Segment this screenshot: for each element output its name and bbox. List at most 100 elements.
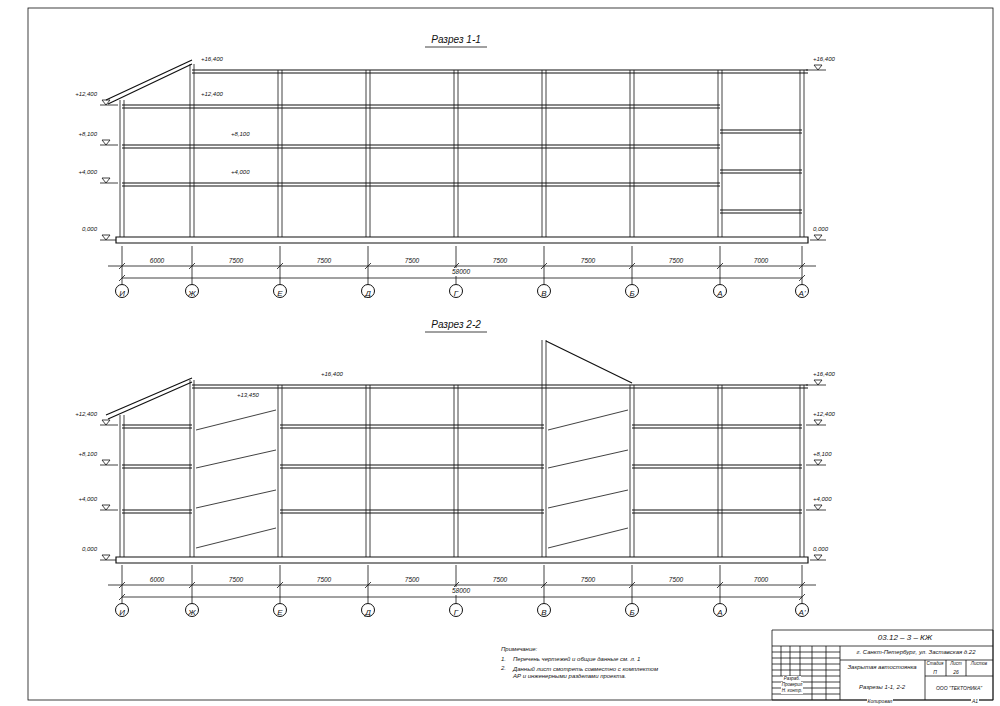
- axis-bubble: А': [795, 284, 809, 298]
- level-marks: [100, 380, 826, 560]
- drawing-label: ООО "ТЕКТОНИКА": [935, 685, 983, 691]
- roof-slope: [106, 60, 192, 104]
- drawing-label: Лист: [949, 661, 963, 666]
- drawing-label: +12,400: [812, 411, 836, 418]
- axis-bubble: Ж: [185, 284, 199, 298]
- drawing-label: 7500: [668, 257, 684, 265]
- axis-bubble: Б: [625, 603, 639, 617]
- drawing-label: 7000: [753, 576, 769, 584]
- ramp: [196, 410, 628, 548]
- drawing-label: П: [932, 669, 938, 675]
- drawing-label: +4,000: [77, 169, 98, 176]
- roof-slope: [106, 341, 632, 419]
- drawing-label: +8,100: [230, 131, 251, 138]
- drawing-label: +4,000: [230, 169, 251, 176]
- dimension-lines: [108, 565, 816, 603]
- axis-letter: Б: [629, 289, 634, 298]
- drawing-label: +16,400: [812, 56, 836, 63]
- axis-bubble: Г: [449, 603, 463, 617]
- axis-bubble: Е: [273, 603, 287, 617]
- drawing-label: 7500: [316, 257, 332, 265]
- drawing-label: 6000: [149, 257, 165, 265]
- axis-letter: Д: [365, 608, 371, 617]
- drawing-label: 0,000: [81, 226, 98, 233]
- drawing-label: 7500: [580, 576, 596, 584]
- axis-bubble: Б: [625, 284, 639, 298]
- section-title: Разрез 1-1: [430, 34, 482, 46]
- drawing-label: Данный лист смотреть совместно с комплек…: [512, 666, 664, 680]
- axis-bubble: А': [795, 603, 809, 617]
- drawing-label: Н. контр.: [781, 688, 803, 693]
- axis-letter: А': [799, 289, 806, 298]
- drawing-label: +4,000: [812, 496, 833, 503]
- axis-letter: Г: [454, 608, 458, 617]
- drawing-label: +16,400: [812, 371, 836, 378]
- axis-bubble: Г: [449, 284, 463, 298]
- axis-letter: Д: [365, 289, 371, 298]
- axis-bubble: Е: [273, 284, 287, 298]
- section-title: Разрез 2-2: [430, 319, 482, 331]
- axis-letter: И: [119, 289, 125, 298]
- sheet-frame: [28, 8, 993, 700]
- drawing-label: 7500: [404, 576, 420, 584]
- drawing-label: 03.12 – 3 – КЖ: [877, 633, 933, 643]
- drawing-label: 2.: [500, 665, 507, 672]
- drawing-label: г. Санкт-Петербург, ул. Заставская д.22: [855, 649, 976, 656]
- axis-bubble: И: [115, 603, 129, 617]
- axis-letter: Г: [454, 289, 458, 298]
- drawing-label: 58000: [451, 587, 471, 595]
- title-underline: [425, 47, 487, 332]
- drawing-label: Листов: [970, 661, 988, 666]
- drawing-label: +8,100: [812, 451, 833, 458]
- drawing-label: Перечень чертежей и общие данные см. л. …: [512, 656, 641, 663]
- drawing-label: +13,450: [236, 392, 260, 399]
- drawing-label: 1.: [500, 656, 507, 663]
- drawing-label: +16,400: [320, 371, 344, 378]
- drawing-label: 0,000: [812, 226, 829, 233]
- drawing-label: 0,000: [81, 546, 98, 553]
- level-marks: [100, 65, 826, 240]
- drawing-label: 7000: [753, 257, 769, 265]
- drawing-label: 7500: [492, 257, 508, 265]
- drawing-label: 7500: [580, 257, 596, 265]
- axis-bubble: Ж: [185, 603, 199, 617]
- axis-letter: А: [717, 608, 722, 617]
- drawing-label: +8,100: [77, 131, 98, 138]
- drawing-label: +4,000: [77, 496, 98, 503]
- axis-bubble: Д: [361, 603, 375, 617]
- axis-bubble: И: [115, 284, 129, 298]
- columns: [120, 340, 804, 557]
- drawing-label: Разрезы 1-1, 2-2: [858, 684, 906, 691]
- drawing-label: Проверил: [781, 682, 804, 687]
- drawing-label: +16,400: [200, 56, 224, 63]
- drawing-label: Копировал: [867, 698, 894, 704]
- drawing-label: А1: [971, 698, 979, 704]
- axis-bubble: В: [537, 603, 551, 617]
- drawing-label: +12,400: [74, 91, 98, 98]
- axis-bubble: В: [537, 284, 551, 298]
- axis-letter: Е: [277, 608, 282, 617]
- axis-bubble: Д: [361, 284, 375, 298]
- floor-slabs: [116, 70, 808, 243]
- drawing-label: 7500: [316, 576, 332, 584]
- drawing-label: +8,100: [77, 451, 98, 458]
- drawing-label: 7500: [228, 257, 244, 265]
- axis-letter: В: [541, 289, 546, 298]
- drawing-label: Разраб.: [783, 676, 801, 681]
- axis-bubble: А: [713, 284, 727, 298]
- axis-letter: А: [717, 289, 722, 298]
- drawing-label: 7500: [228, 576, 244, 584]
- title-block: [772, 630, 993, 700]
- axis-letter: А': [799, 608, 806, 617]
- drawing-label: 7500: [668, 576, 684, 584]
- columns: [120, 64, 804, 237]
- drawing-label: 0,000: [812, 546, 829, 553]
- floor-slabs: [116, 385, 808, 563]
- drawing-label: 7500: [492, 576, 508, 584]
- drawing-label: 6000: [149, 576, 165, 584]
- drawing-label: +12,400: [74, 411, 98, 418]
- axis-letter: Ж: [188, 289, 195, 298]
- dimension-lines: [108, 246, 816, 284]
- drawing-label: 58000: [451, 268, 471, 276]
